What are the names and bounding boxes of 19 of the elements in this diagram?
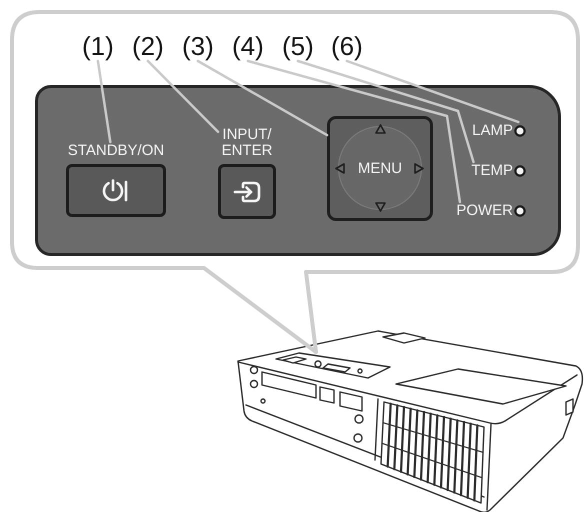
leader-line xyxy=(246,60,462,204)
callout-number: (3) xyxy=(182,31,214,61)
leader-line xyxy=(146,60,220,134)
button-label: INPUT/ ENTER xyxy=(220,127,274,159)
indicator-label: TEMP xyxy=(471,162,513,179)
leader-line xyxy=(296,60,475,164)
callout-number: (4) xyxy=(232,31,264,61)
leader-line xyxy=(96,60,112,144)
callout-number: (1) xyxy=(82,31,114,61)
leader-line xyxy=(346,60,520,124)
control-panel xyxy=(35,85,561,256)
indicator-label: POWER xyxy=(456,202,513,219)
leader-line xyxy=(196,60,328,136)
callout-number: (6) xyxy=(331,31,363,61)
menu-button: MENU xyxy=(327,116,433,221)
callout-number: (2) xyxy=(132,31,164,61)
button-label: STANDBY/ON xyxy=(68,143,164,159)
indicator-label: LAMP xyxy=(472,122,513,139)
callout-number: (5) xyxy=(282,31,314,61)
